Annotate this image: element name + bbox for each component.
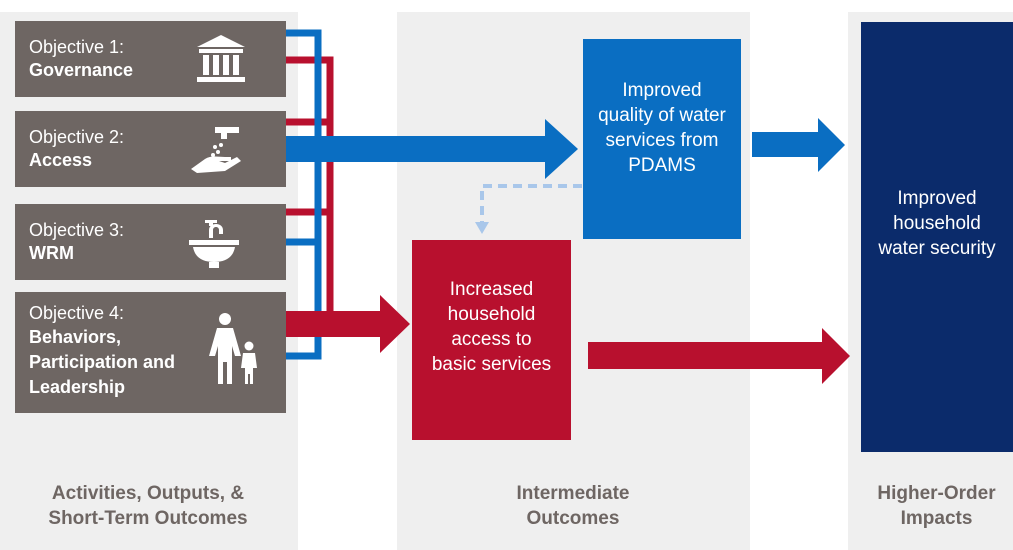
blue-arrow-to-security <box>752 118 845 172</box>
objective-1-title: Governance <box>29 60 134 80</box>
intermediate-column-label: Intermediate Outcomes <box>516 483 630 529</box>
activities-column-label: Activities, Outputs, & Short-Term Outcom… <box>48 483 248 529</box>
red-arrow-to-security <box>588 328 850 384</box>
blue-bracket <box>286 29 322 360</box>
activities-column <box>0 12 298 550</box>
objective-4-box: Objective 4: Behaviors, Participation an… <box>15 292 286 413</box>
dashed-arrowhead <box>475 222 489 234</box>
quality-outcome-box: Improved quality of water services from … <box>583 39 741 239</box>
hand-faucet-icon <box>191 127 241 173</box>
red-arrow-to-access <box>286 295 410 353</box>
access-outcome-text: Increased household access to basic serv… <box>431 279 552 375</box>
security-outcome-box: Improved household water security <box>861 22 1013 452</box>
security-outcome-text: Improved household water security <box>878 188 996 259</box>
basin-faucet-icon <box>189 220 239 268</box>
mother-child-icon <box>209 313 257 384</box>
quality-outcome-text: Improved quality of water services from … <box>598 80 726 176</box>
objective-1-number: Objective 1: <box>29 37 125 57</box>
objective-4-number: Objective 4: <box>29 303 125 323</box>
objective-4-title: Behaviors, Participation and Leadership <box>29 327 176 397</box>
objective-2-box: Objective 2: Access <box>15 111 286 187</box>
objective-2-title: Access <box>29 150 93 170</box>
objective-3-number: Objective 3: <box>29 220 125 240</box>
objective-3-title: WRM <box>29 243 74 263</box>
higher-order-column-label: Higher-Order Impacts <box>877 483 996 529</box>
bank-icon <box>197 35 245 82</box>
red-bracket <box>286 56 334 324</box>
access-outcome-box: Increased household access to basic serv… <box>412 240 571 440</box>
objective-1-box: Objective 1: Governance <box>15 21 286 97</box>
objective-3-box: Objective 3: WRM <box>15 204 286 280</box>
blue-arrow-to-quality <box>286 119 578 179</box>
dashed-connector <box>480 184 582 222</box>
objective-2-number: Objective 2: <box>29 127 125 147</box>
